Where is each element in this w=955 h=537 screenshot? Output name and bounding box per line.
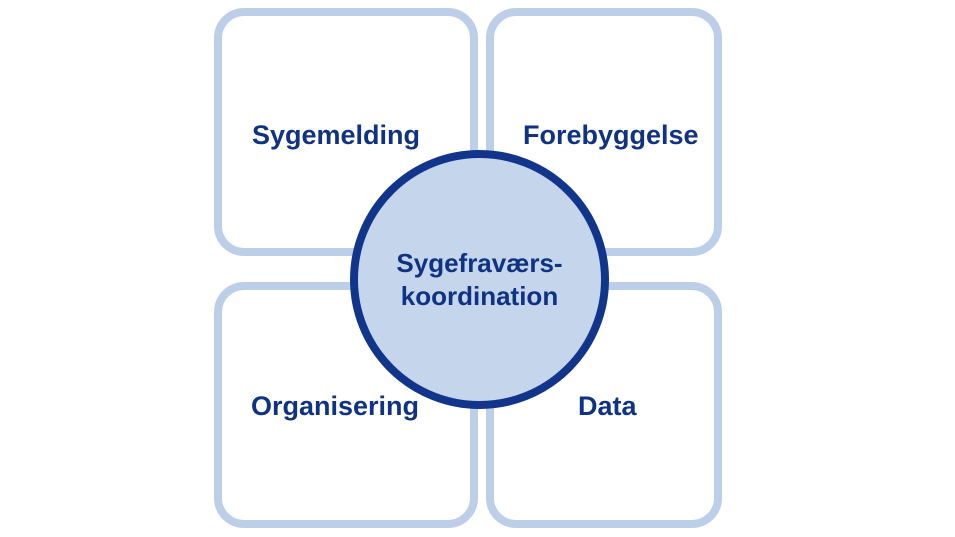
center-hub-label: Sygefraværs- koordination bbox=[396, 247, 563, 311]
center-hub-circle[interactable]: Sygefraværs- koordination bbox=[350, 150, 609, 409]
quadrant-label-forebyggelse: Forebyggelse bbox=[523, 120, 699, 150]
quadrant-label-organisering: Organisering bbox=[251, 391, 420, 421]
quadrant-box-sygemelding[interactable] bbox=[214, 8, 478, 256]
quadrant-label-data: Data bbox=[578, 391, 637, 421]
quadrant-label-sygemelding: Sygemelding bbox=[252, 120, 421, 150]
